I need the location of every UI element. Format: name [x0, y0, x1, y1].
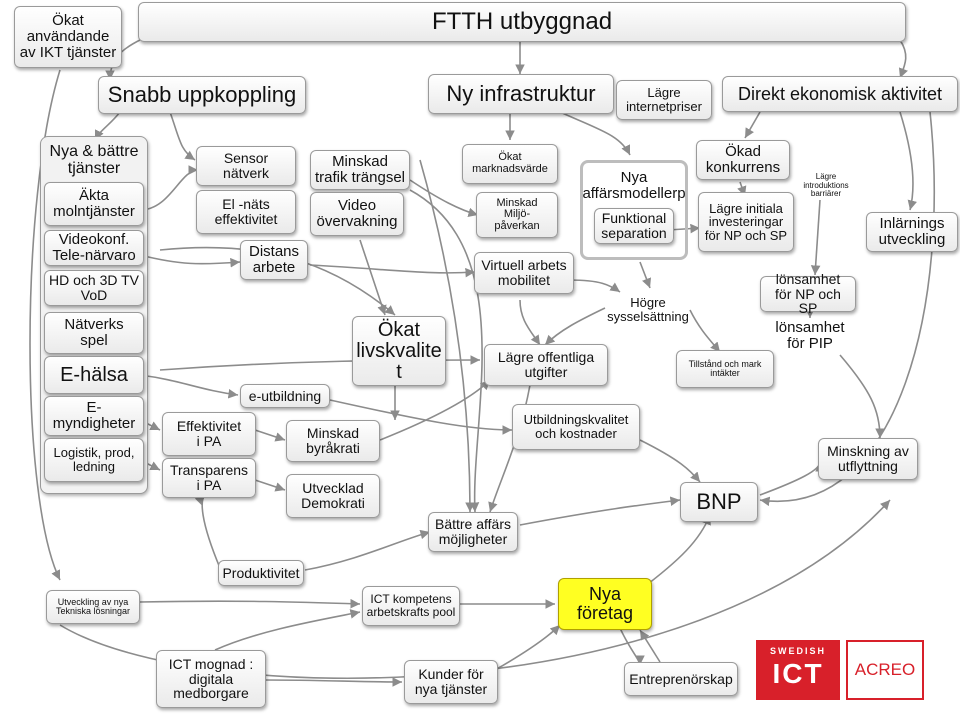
entreprenorskap-node[interactable]: Entreprenörskap: [624, 662, 738, 696]
lagre-initiala-node[interactable]: Lägre initiala investeringar för NP och …: [698, 192, 794, 252]
edge-direkt-okad: [744, 111, 761, 139]
logo-swedish-text: SWEDISH: [769, 646, 826, 656]
edge-trafik-battre: [409, 189, 483, 513]
direkt-ekonomisk-node[interactable]: Direkt ekonomisk aktivitet: [722, 76, 958, 112]
nya-foretag-node[interactable]: Nya företag: [558, 578, 652, 630]
edge-offentliga-battre: [488, 384, 531, 513]
kunder-tjanster-node[interactable]: Kunder för nya tjänster: [404, 660, 498, 704]
edge-virtuell-hogre: [569, 279, 621, 293]
minskad-miljo-node[interactable]: Minskad Miljö- påverkan: [476, 192, 558, 238]
edge-services-sensor: [139, 165, 199, 211]
okat-anvandande-node[interactable]: Ökat användande av IKT tjänster: [14, 6, 122, 68]
edge-lonsamhet-minskning: [839, 354, 885, 439]
okad-konkurrens-node[interactable]: Ökad konkurrens: [696, 140, 790, 180]
utvecklad-demokrati-node[interactable]: Utvecklad Demokrati: [286, 474, 380, 518]
e-myndigheter-node[interactable]: E- myndigheter: [44, 396, 144, 436]
transparens-pa-node[interactable]: Transparens i PA: [162, 458, 256, 498]
lonsamhet-np-sp-node[interactable]: lönsamhet för NP och SP: [760, 272, 856, 316]
edge-okat-left: [29, 69, 61, 581]
edge-kunder-nyaforetag: [494, 624, 561, 671]
snabb-uppkoppling-node[interactable]: Snabb uppkoppling: [98, 76, 306, 114]
edge-prod-up: [194, 494, 221, 569]
el-nats-node[interactable]: El -näts effektivitet: [196, 190, 296, 234]
ict-mognad-node[interactable]: ICT mognad : digitala medborgare: [156, 650, 266, 708]
ict-kompetens-node[interactable]: ICT kompetens arbetskrafts pool: [362, 586, 460, 626]
edge-ehalsa-offentliga: [159, 355, 481, 371]
virtuell-arbets-node[interactable]: Virtuell arbets mobilitet: [474, 252, 574, 294]
e-halsa-node[interactable]: E-hälsa: [44, 356, 144, 394]
minskad-byrakrati-node[interactable]: Minskad byråkrati: [286, 420, 380, 462]
swedish-ict-logo: SWEDISH ICT: [756, 640, 840, 700]
minskad-trafik-node[interactable]: Minskad trafik trängsel: [310, 150, 410, 190]
lagre-offentliga-node[interactable]: Lägre offentliga utgifter: [484, 344, 608, 386]
affarsmodeller-frame: [580, 160, 688, 260]
utveckling-tekniska-node[interactable]: Utveckling av nya Tekniska lösningar: [46, 590, 140, 624]
ny-infrastruktur-node[interactable]: Ny infrastruktur: [428, 74, 614, 114]
edge-hogre-tillstand: [689, 309, 721, 353]
okat-livskvalitet-node[interactable]: Ökat livskvalite t: [352, 316, 446, 386]
lonsamhet-pip-node[interactable]: lönsamhet för PIP: [775, 319, 845, 352]
page-title: FTTH utbyggnad: [138, 2, 906, 42]
edge-bnp-minskning: [759, 461, 825, 496]
acreo-logo: ACREO: [846, 640, 924, 700]
bnp-node[interactable]: BNP: [680, 482, 758, 522]
tillstand-node[interactable]: Tillstånd och mark intäkter: [676, 350, 774, 388]
effektivitet-pa-node[interactable]: Effektivitet i PA: [162, 412, 256, 456]
edge-eff-byrakrati: [254, 429, 286, 442]
edge-mognad-ict: [214, 609, 361, 651]
edge-battre-bnp: [519, 496, 681, 526]
edge-infra-nya: [559, 111, 631, 156]
hd-3d-tv-node[interactable]: HD och 3D TV VoD: [44, 270, 144, 306]
video-overvakning-node[interactable]: Video övervakning: [310, 192, 404, 236]
edge-direkt-inl: [899, 111, 917, 211]
distans-arbete-node[interactable]: Distans arbete: [240, 240, 308, 280]
edge-minskad-trafik-miljo: [409, 179, 479, 218]
edge-tekn-ict: [139, 598, 361, 609]
edge-prod-battre: [304, 529, 431, 571]
hogre-sysselsattning-node[interactable]: Högre sysselsättning: [607, 295, 689, 324]
edge-distans-virtuell: [309, 264, 476, 278]
edge-trafik-livs: [359, 239, 387, 316]
logo-acreo-text: ACREO: [854, 660, 916, 679]
inlarnings-node[interactable]: Inlärnings utveckling: [866, 212, 958, 252]
funktional-separation-node[interactable]: Funktional separation: [594, 208, 674, 244]
utbildningskvalitet-node[interactable]: Utbildningskvalitet och kostnader: [512, 404, 640, 450]
edge-ehalsa-eutb: [139, 374, 239, 399]
edge-livs-battre: [419, 159, 475, 513]
edge-eutb-utbkval: [329, 399, 513, 435]
nya-affarsmodeller-node[interactable]: Nya affärsmodellerp: [582, 169, 686, 202]
lagre-internetpriser-node[interactable]: Lägre internetpriser: [616, 80, 712, 120]
akta-molntjanster-node[interactable]: Äkta molntjänster: [44, 182, 144, 226]
edge-snabb-sensor: [169, 111, 196, 161]
edge-tele-distans: [139, 254, 241, 268]
edge-infra-bnp: [759, 111, 935, 507]
edge-nyaforetag-entre: [619, 627, 645, 666]
sensor-natet-node[interactable]: Sensor nätverk: [196, 146, 296, 186]
edge-entre-nyaforetag: [639, 629, 661, 663]
produktivitet-node[interactable]: Produktivitet: [218, 560, 304, 586]
battre-affars-node[interactable]: Bättre affärs möjligheter: [428, 512, 518, 552]
edge-byrakrati-offentliga: [379, 379, 491, 441]
edge-lagre-intro-lonsamhet: [810, 199, 821, 276]
e-utbildning-node[interactable]: e-utbildning: [240, 384, 330, 408]
edge-ftth-direkt: [898, 39, 908, 79]
edge-hogre-offentliga: [544, 307, 606, 346]
lagre-introduktions-node[interactable]: Lägre introduktions barriärer: [803, 172, 849, 199]
logistik-node[interactable]: Logistik, prod, ledning: [44, 438, 144, 482]
edge-market-offentliga: [519, 299, 541, 346]
okat-marknadsvarde-node[interactable]: Ökat marknadsvärde: [462, 144, 558, 184]
nya-battre-tjanster-node[interactable]: Nya & bättre tjänster: [49, 143, 139, 177]
edge-utbkval-bnp: [639, 439, 701, 483]
edge-transp-demokrati: [254, 479, 286, 492]
edge-nya-hogre: [639, 261, 652, 289]
natverks-spel-node[interactable]: Nätverks spel: [44, 312, 144, 354]
minskning-utflyttning-node[interactable]: Minskning av utflyttning: [818, 438, 918, 480]
videokonf-node[interactable]: Videokonf. Tele-närvaro: [44, 230, 144, 266]
logo-ict-text: ICT: [772, 658, 824, 689]
edge-nyaforetag-bnp: [639, 514, 711, 591]
edge-mognad-kunder: [264, 677, 403, 687]
